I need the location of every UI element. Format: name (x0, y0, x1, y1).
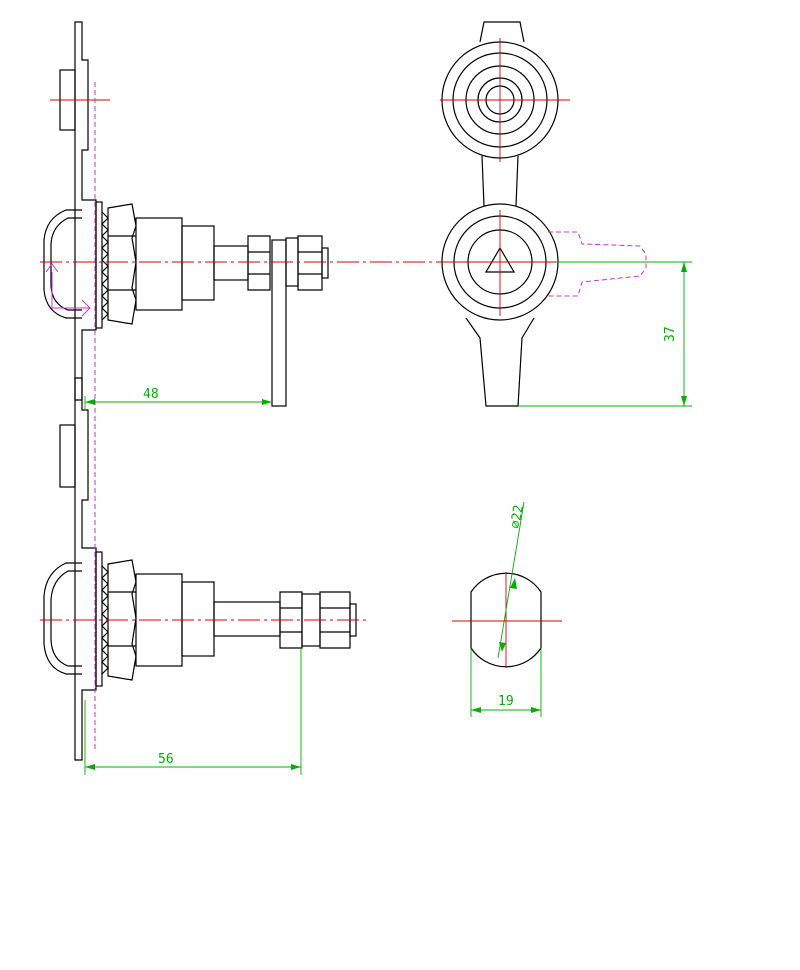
front-view-upper (440, 21, 647, 407)
latch-head-inner-lower (50, 570, 82, 667)
panel-boss-lower (59, 424, 76, 488)
body-step-small-upper (181, 225, 215, 301)
dim-19-label: 19 (498, 694, 514, 709)
dim-56-label: 56 (158, 752, 174, 767)
hex-nut-lower (107, 559, 137, 681)
phantom-lever-dashed (548, 231, 647, 297)
shaft-upper (213, 245, 249, 281)
dim-37-arrow-top (681, 262, 687, 272)
dim-37-arrow-bottom (681, 396, 687, 406)
latch-head-lower (43, 562, 82, 675)
dim-48-label: 48 (143, 387, 159, 402)
body-step-large-upper (135, 217, 183, 311)
latch-head-inner-upper (50, 217, 82, 311)
panel-plate-upper (74, 21, 97, 401)
dim-37-label: 37 (663, 326, 678, 342)
body-step-small-lower (181, 581, 215, 657)
side-view-lower (40, 377, 370, 761)
lever-arm-outline (465, 317, 535, 407)
neck-outline (481, 155, 519, 207)
dim-22-label: ⌀22 (508, 504, 527, 530)
washer-lower (95, 551, 103, 687)
lever-plate-upper (271, 239, 287, 407)
shaft-nut-2-lower (319, 591, 351, 649)
dim-22-arrow-top (510, 578, 517, 589)
dim-56-arrow-left (85, 764, 95, 770)
dim-22-leader (497, 501, 525, 659)
washer-upper (95, 201, 103, 329)
shaft-nut-1-upper (247, 235, 271, 291)
shaft-end-upper (321, 247, 329, 279)
lock-washer-upper (101, 211, 109, 321)
dimensions: 48 56 37 19 ⌀22 (84, 261, 692, 775)
key-slot-phantom-arrow (45, 263, 59, 273)
dim-22-arrow-bottom (499, 642, 506, 652)
shaft-nut-1-lower (279, 591, 303, 649)
dim-19-arrow-right (531, 707, 541, 713)
dim-48-arrow-right (262, 399, 272, 405)
panel-plate-lower (74, 377, 97, 761)
dim-19-arrow-left (471, 707, 481, 713)
top-tab-outline (479, 21, 525, 43)
hex-nut-upper (107, 203, 137, 325)
dim-48-arrow-left (85, 399, 95, 405)
shaft-nut-2-upper (297, 235, 323, 291)
front-view-lower (452, 572, 562, 668)
shaft-lower (213, 601, 281, 637)
dim-56-arrow-right (291, 764, 301, 770)
key-slot-phantom-upper (51, 272, 91, 317)
side-view-upper (40, 21, 440, 407)
latch-head-upper (43, 209, 82, 319)
